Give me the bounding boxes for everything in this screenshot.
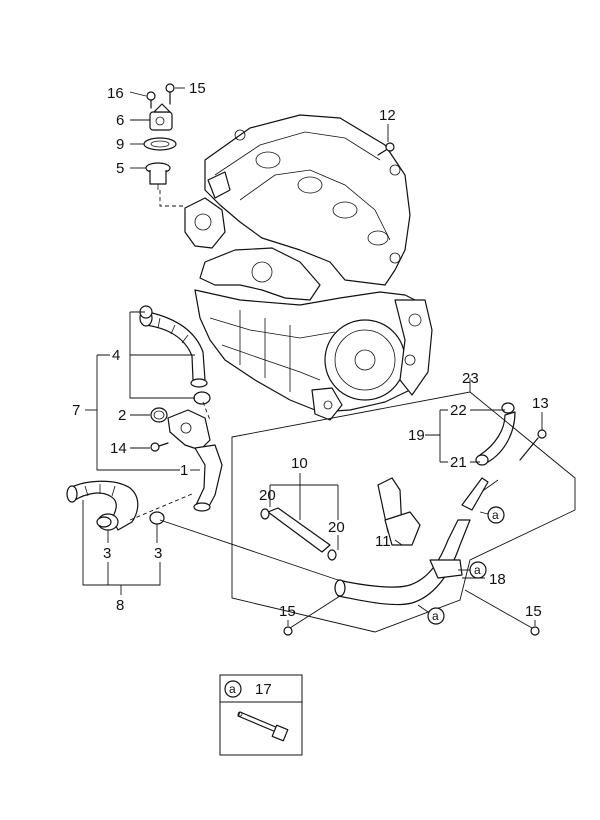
legend-box: a 17: [219, 674, 303, 756]
callout-1: 1: [180, 462, 188, 479]
legend-marker: a: [229, 682, 236, 696]
thermostat-install-line: [159, 190, 185, 207]
thermostat: [145, 162, 171, 190]
callout-16: 16: [107, 85, 124, 102]
callout-20-right: 20: [328, 519, 345, 536]
callout-7: 7: [72, 402, 80, 419]
callout-2: 2: [118, 407, 126, 424]
bolt-15-top: [165, 83, 175, 105]
svg-text:a: a: [432, 609, 439, 623]
svg-text:a: a: [474, 563, 481, 577]
bolt-14: [150, 442, 169, 452]
reference-marker-a-2: a: [469, 561, 487, 579]
legend-part-number: 17: [255, 681, 272, 698]
leader-lines: [82, 87, 543, 629]
bolt-13: [519, 429, 547, 461]
callout-3-right: 3: [154, 545, 162, 562]
callout-12: 12: [379, 107, 396, 124]
water-pipe: [334, 477, 499, 606]
callout-18: 18: [489, 571, 506, 588]
callout-21: 21: [450, 454, 467, 471]
callout-15-bottom-right: 15: [525, 603, 542, 620]
reference-marker-a-1: a: [487, 506, 505, 524]
callout-4: 4: [112, 347, 120, 364]
reference-marker-a-3: a: [427, 607, 445, 625]
engine-block: [184, 114, 433, 421]
callout-23: 23: [462, 370, 479, 387]
upper-radiator-hose: [139, 309, 208, 388]
thermostat-gasket: [143, 137, 177, 151]
cable-tie-icon: [237, 711, 289, 742]
bolt-12: [377, 142, 395, 156]
upper-hose-line: [202, 401, 211, 421]
hose-clamp-lower: [96, 511, 165, 528]
bolt-16: [146, 91, 156, 109]
callout-9: 9: [116, 136, 124, 153]
bypass-hose-10: [260, 507, 337, 561]
water-inlet-fitting: [167, 409, 223, 512]
thermostat-housing: [149, 103, 173, 131]
callout-19: 19: [408, 427, 425, 444]
svg-text:a: a: [492, 508, 499, 522]
callout-14: 14: [110, 440, 127, 457]
callout-6: 6: [116, 112, 124, 129]
callout-15-top: 15: [189, 80, 206, 97]
callout-11: 11: [375, 533, 391, 550]
callout-10: 10: [291, 455, 308, 472]
callout-15-bottom-left: 15: [279, 603, 296, 620]
bolt-15-right: [530, 626, 540, 636]
legend-marker-circle: [224, 680, 242, 698]
lower-hose-line: [129, 493, 193, 521]
assembly-23-bracket: [231, 391, 576, 633]
callout-8: 8: [116, 597, 124, 614]
callout-3-left: 3: [103, 545, 111, 562]
heater-hose-19: [475, 402, 516, 466]
callout-22: 22: [450, 402, 467, 419]
o-ring-2: [150, 407, 168, 423]
bolt-15-left: [283, 626, 293, 636]
callout-13: 13: [532, 395, 549, 412]
callout-20-left: 20: [259, 487, 276, 504]
callout-5: 5: [116, 160, 124, 177]
